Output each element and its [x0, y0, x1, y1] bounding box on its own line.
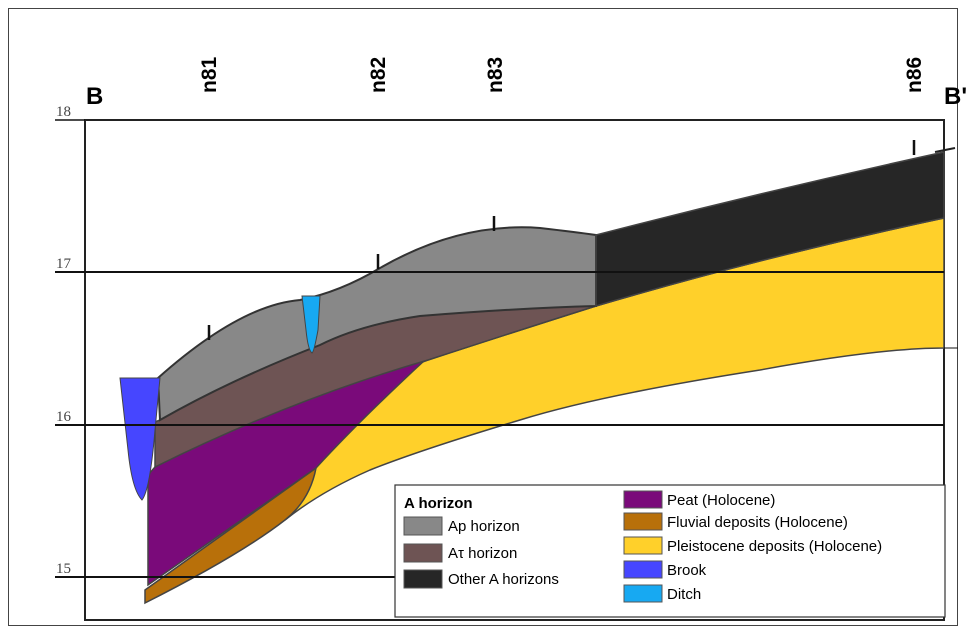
plot-border — [84, 119, 945, 621]
boring-label-n82: n82 — [367, 57, 390, 93]
legend-label-at: Aτ horizon — [448, 545, 517, 562]
surface-line — [934, 147, 956, 153]
fluvial-layer — [144, 466, 318, 605]
ditch-channel — [301, 295, 321, 354]
y-tick-18: 18 — [56, 104, 71, 120]
figure-frame — [8, 8, 958, 626]
legend-label-peat: Peat (Holocene) — [667, 492, 775, 509]
boring-label-n83: n83 — [484, 57, 507, 93]
legend-label-fluvial: Fluvial deposits (Holocene) — [667, 514, 848, 531]
y-tick-15: 15 — [56, 561, 71, 577]
legend-box — [394, 484, 946, 618]
boring-label-n81: n81 — [198, 56, 221, 93]
legend-swatch-ap — [403, 516, 443, 536]
legend-label-ditch: Ditch — [667, 586, 701, 603]
legend-swatch-brook — [623, 560, 663, 579]
legend-swatch-other-a — [403, 569, 443, 589]
legend-label-pleistocene: Pleistocene deposits (Holocene) — [667, 538, 882, 555]
legend-label-other-a: Other A horizons — [448, 571, 559, 588]
legend-swatch-ditch — [623, 584, 663, 603]
legend-title: A horizon — [404, 495, 473, 512]
legend-swatch-pleistocene — [623, 536, 663, 555]
legend-swatch-peat — [623, 490, 663, 509]
section-label-left: B — [86, 83, 103, 110]
section-label-right: B' — [944, 83, 967, 110]
legend: A horizon Ap horizon Aτ horizon Other A … — [394, 484, 946, 618]
brook-channel — [119, 377, 161, 501]
other-a-horizons-layer — [595, 151, 945, 308]
legend-swatch-at — [403, 543, 443, 563]
y-tick-16: 16 — [56, 409, 72, 425]
legend-swatch-fluvial — [623, 512, 663, 531]
boring-label-n86: n86 — [903, 57, 926, 93]
legend-label-ap: Ap horizon — [448, 518, 520, 535]
y-tick-17: 17 — [56, 256, 72, 272]
legend-label-brook: Brook — [667, 562, 707, 579]
